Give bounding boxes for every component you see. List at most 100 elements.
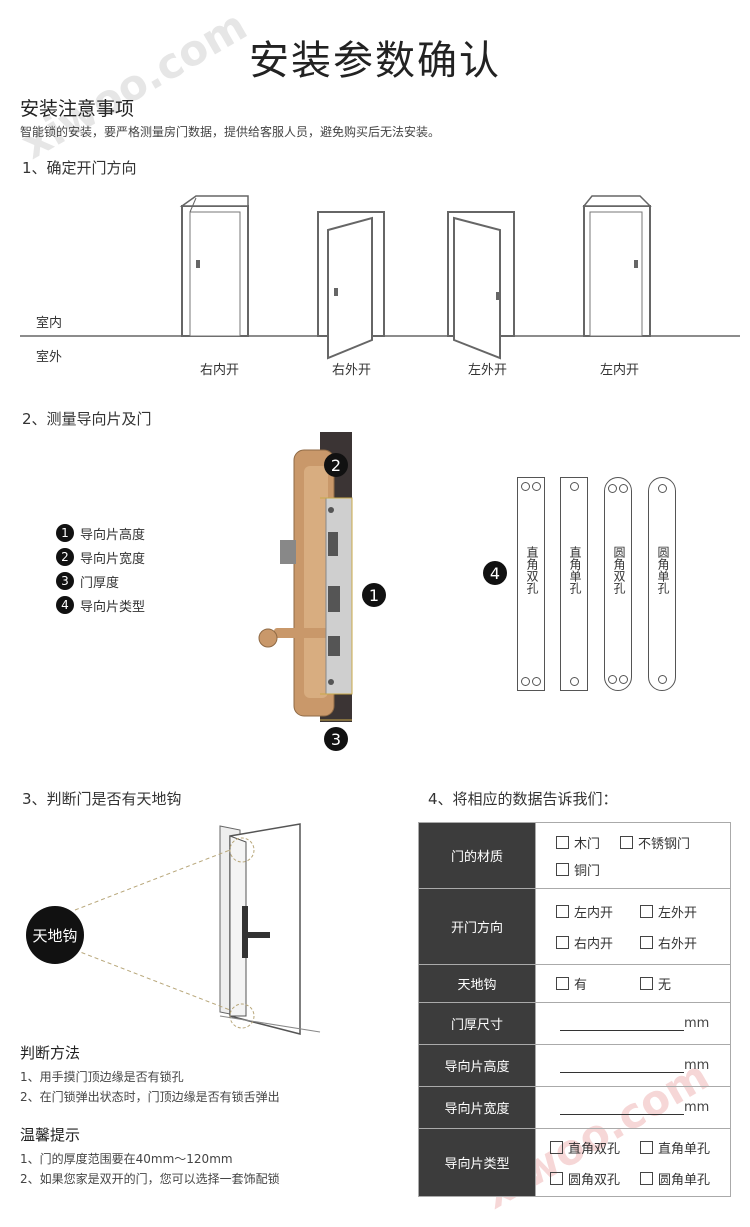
hook-door-diagram	[74, 823, 321, 1035]
checkbox[interactable]	[556, 835, 569, 849]
marker-3: 3	[324, 727, 348, 751]
step1-title: 1、确定开门方向	[22, 159, 137, 177]
plate-hole-icon	[532, 482, 541, 491]
plate-square-double: 直角双孔	[517, 477, 545, 691]
option-hook-no[interactable]: 无	[640, 974, 724, 993]
plate-label: 直角双孔	[525, 546, 539, 594]
checkbox[interactable]	[556, 862, 569, 876]
row-plate-width: 导向片宽度 mm	[418, 1086, 731, 1129]
door-direction-diagram	[20, 195, 740, 360]
door-label-3: 左外开	[468, 363, 508, 378]
option-round-double[interactable]: 圆角双孔	[550, 1169, 640, 1188]
marker-1: 1	[362, 583, 386, 607]
thickness-input[interactable]	[560, 1030, 684, 1031]
door-right-outward	[317, 211, 385, 360]
legend-item: 4 导向片类型	[56, 594, 145, 616]
legend-label: 导向片高度	[80, 527, 146, 543]
legend-label: 导向片宽度	[80, 551, 146, 567]
method-2: 2、在门锁弹出状态时，门顶边缘是否有锁舌弹出	[20, 1090, 280, 1104]
row-label: 开门方向	[418, 888, 536, 965]
marker-2: 2	[324, 453, 348, 477]
row-label: 门的材质	[418, 822, 536, 889]
legend-label: 导向片类型	[80, 599, 146, 615]
option-right-outward[interactable]: 右外开	[640, 933, 724, 952]
option-copper-door[interactable]: 铜门	[556, 860, 600, 879]
checkbox[interactable]	[640, 1140, 653, 1154]
plate-hole-icon	[532, 677, 541, 686]
option-square-double[interactable]: 直角双孔	[550, 1138, 640, 1157]
option-right-inward[interactable]: 右内开	[556, 933, 640, 952]
plate-label: 圆角单孔	[656, 546, 670, 594]
unit-label: mm	[684, 1058, 710, 1073]
tip-1: 1、门的厚度范围要在40mm～120mm	[20, 1152, 233, 1166]
checkbox[interactable]	[550, 1171, 563, 1185]
checkbox[interactable]	[556, 904, 569, 918]
plate-width-input[interactable]	[560, 1114, 684, 1115]
plate-hole-icon	[608, 484, 617, 493]
notes-heading: 安装注意事项	[20, 98, 135, 120]
row-label: 导向片高度	[418, 1044, 536, 1087]
option-left-outward[interactable]: 左外开	[640, 902, 724, 921]
row-material: 门的材质 木门 不锈钢门 铜门	[418, 822, 731, 889]
method-title: 判断方法	[20, 1044, 81, 1062]
row-label: 天地钩	[418, 964, 536, 1003]
lock-measure-diagram	[258, 432, 353, 722]
row-label: 门厚尺寸	[418, 1002, 536, 1045]
plate-hole-icon	[569, 482, 579, 491]
checkbox[interactable]	[556, 977, 569, 990]
door-left-inward	[582, 195, 652, 337]
parameter-form: 门的材质 木门 不锈钢门 铜门 开门方向 左内开 左外开 右内开 右外开 天地钩…	[418, 822, 731, 1197]
option-steel-door[interactable]: 不锈钢门	[620, 833, 690, 852]
plate-height-input[interactable]	[560, 1072, 684, 1073]
legend-label: 门厚度	[80, 575, 120, 591]
checkbox[interactable]	[620, 835, 634, 849]
legend-item: 2 导向片宽度	[56, 546, 145, 568]
step3-title: 3、判断门是否有天地钩	[22, 790, 182, 808]
page-title: 安装参数确认	[249, 38, 501, 84]
checkbox[interactable]	[550, 1140, 563, 1154]
row-direction: 开门方向 左内开 左外开 右内开 右外开	[418, 888, 731, 965]
door-label-1: 右内开	[200, 363, 240, 378]
row-plate-height: 导向片高度 mm	[418, 1044, 731, 1087]
checkbox[interactable]	[640, 935, 653, 949]
door-label-4: 左内开	[600, 363, 640, 378]
unit-label: mm	[684, 1100, 710, 1115]
row-plate-type: 导向片类型 直角双孔 直角单孔 圆角双孔 圆角单孔	[418, 1128, 731, 1197]
plate-round-double: 圆角双孔	[604, 477, 632, 691]
notes-desc: 智能锁的安装，要严格测量房门数据，提供给客服人员，避免购买后无法安装。	[20, 125, 441, 139]
unit-label: mm	[684, 1016, 710, 1031]
outdoor-label: 室外	[36, 350, 63, 365]
option-left-inward[interactable]: 左内开	[556, 902, 640, 921]
plate-hole-icon	[569, 677, 579, 686]
door-left-outward	[447, 211, 515, 360]
step4-title: 4、将相应的数据告诉我们：	[428, 790, 618, 808]
plate-square-single: 直角单孔	[560, 477, 588, 691]
plate-hole-icon	[521, 677, 530, 686]
plate-label: 圆角双孔	[612, 546, 626, 594]
plate-hole-icon	[657, 484, 667, 493]
option-wood-door[interactable]: 木门	[556, 833, 600, 852]
checkbox[interactable]	[640, 977, 653, 990]
plate-hole-icon	[619, 484, 628, 493]
option-round-single[interactable]: 圆角单孔	[640, 1169, 730, 1188]
option-hook-yes[interactable]: 有	[556, 974, 640, 993]
checkbox[interactable]	[640, 904, 653, 918]
legend-num: 3	[56, 572, 74, 590]
row-thickness: 门厚尺寸 mm	[418, 1002, 731, 1045]
legend-num: 2	[56, 548, 74, 566]
hook-badge: 天地钩	[26, 906, 84, 964]
plate-hole-icon	[608, 675, 617, 684]
row-hook: 天地钩 有 无	[418, 964, 731, 1003]
row-label: 导向片类型	[418, 1128, 536, 1197]
step2-title: 2、测量导向片及门	[22, 410, 152, 428]
checkbox[interactable]	[640, 1171, 653, 1185]
tip-2: 2、如果您家是双开的门，您可以选择一套饰配锁	[20, 1172, 280, 1186]
door-label-2: 右外开	[332, 363, 372, 378]
option-square-single[interactable]: 直角单孔	[640, 1138, 730, 1157]
legend-item: 3 门厚度	[56, 570, 145, 592]
checkbox[interactable]	[556, 935, 569, 949]
legend-num: 4	[56, 596, 74, 614]
indoor-label: 室内	[36, 316, 63, 331]
